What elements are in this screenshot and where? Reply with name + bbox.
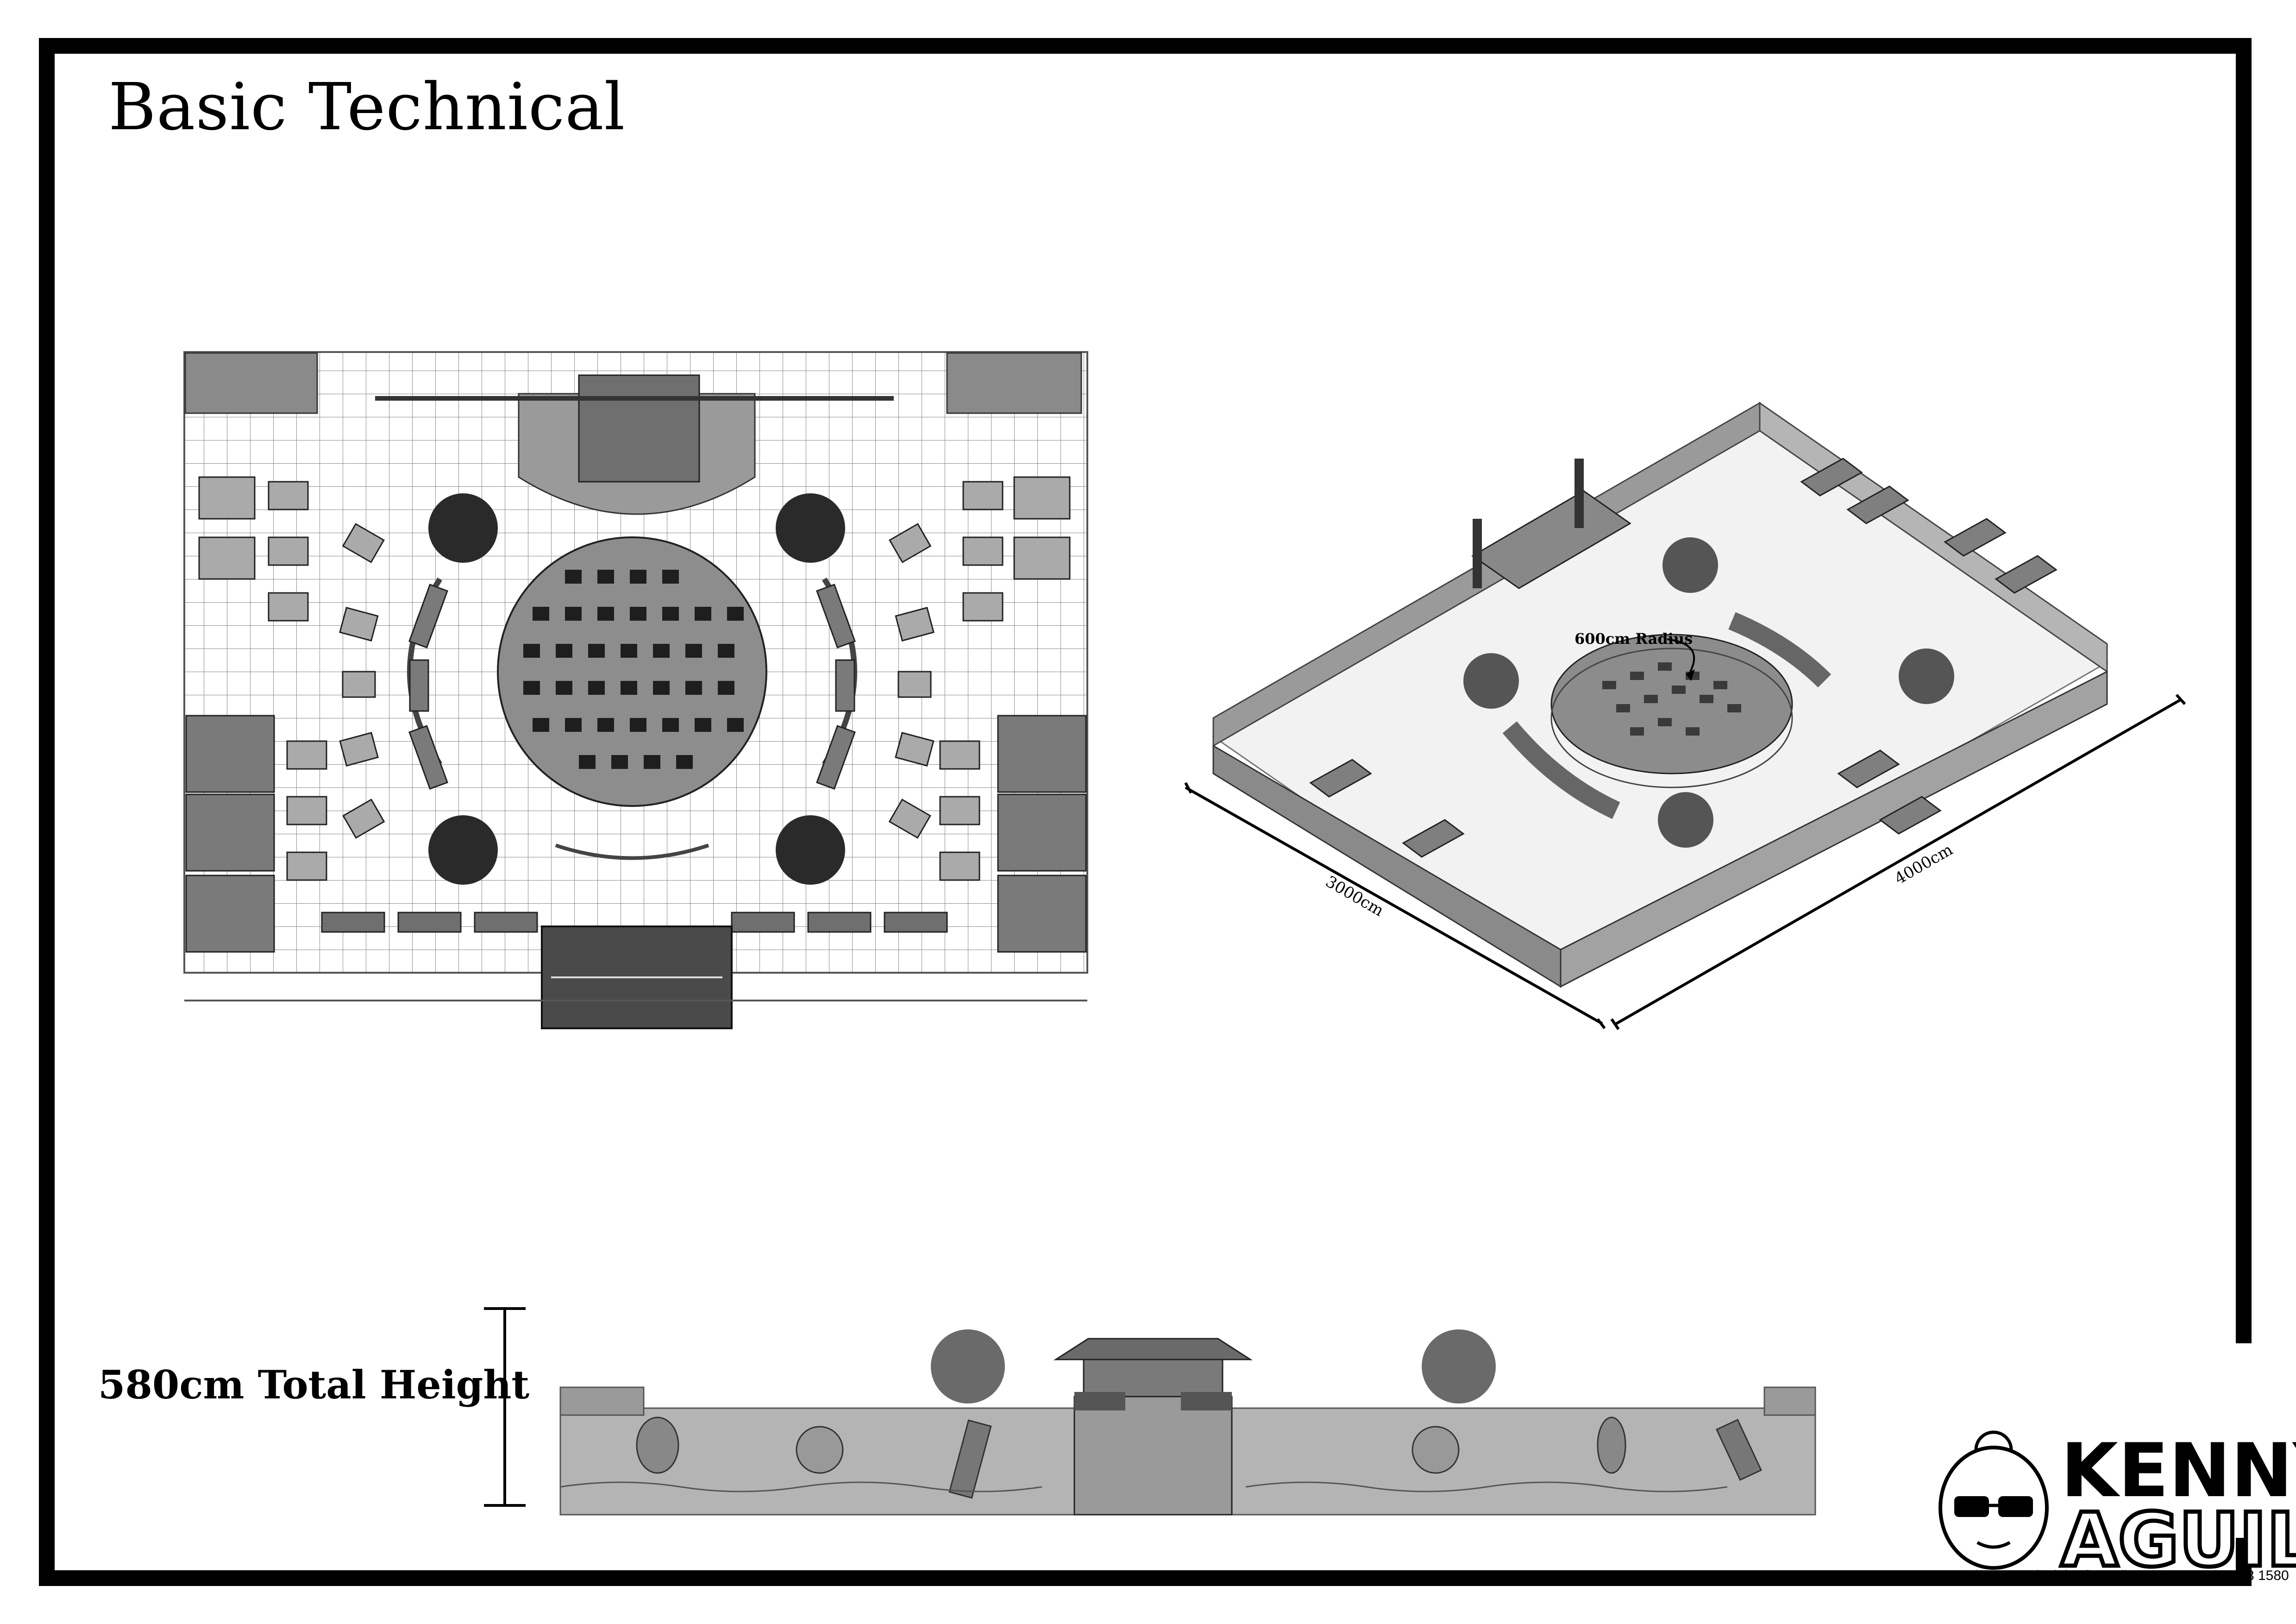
elevation-view [559,1329,1816,1516]
height-dimension [484,1307,526,1507]
brand-logo: KENNY AGUILA [1938,1427,2296,1586]
page-border [39,38,2252,1586]
isometric-view: 600cm Radius 3000cm 4000cm [1184,402,2186,1030]
contact-phone: +971 56 413 1580 [2177,1568,2289,1583]
page-title: Basic Technical [108,69,626,145]
phone-icon: ☏ [2149,1568,2166,1584]
portrait-icon [1938,1430,2049,1570]
envelope-icon: ✉ [1931,1568,1943,1584]
border-gap [2236,1343,2254,1538]
contact-email: kennymarieclaire@gmail.com [1975,1568,2158,1583]
brand-name-line2: AGUILA [2061,1497,2296,1583]
floor-plan [183,351,1088,1029]
height-label: 580cm Total Height [98,1362,530,1408]
brand-name-line1: KENNY [2061,1427,2296,1514]
radius-label: 600cm Radius [1575,630,1693,648]
